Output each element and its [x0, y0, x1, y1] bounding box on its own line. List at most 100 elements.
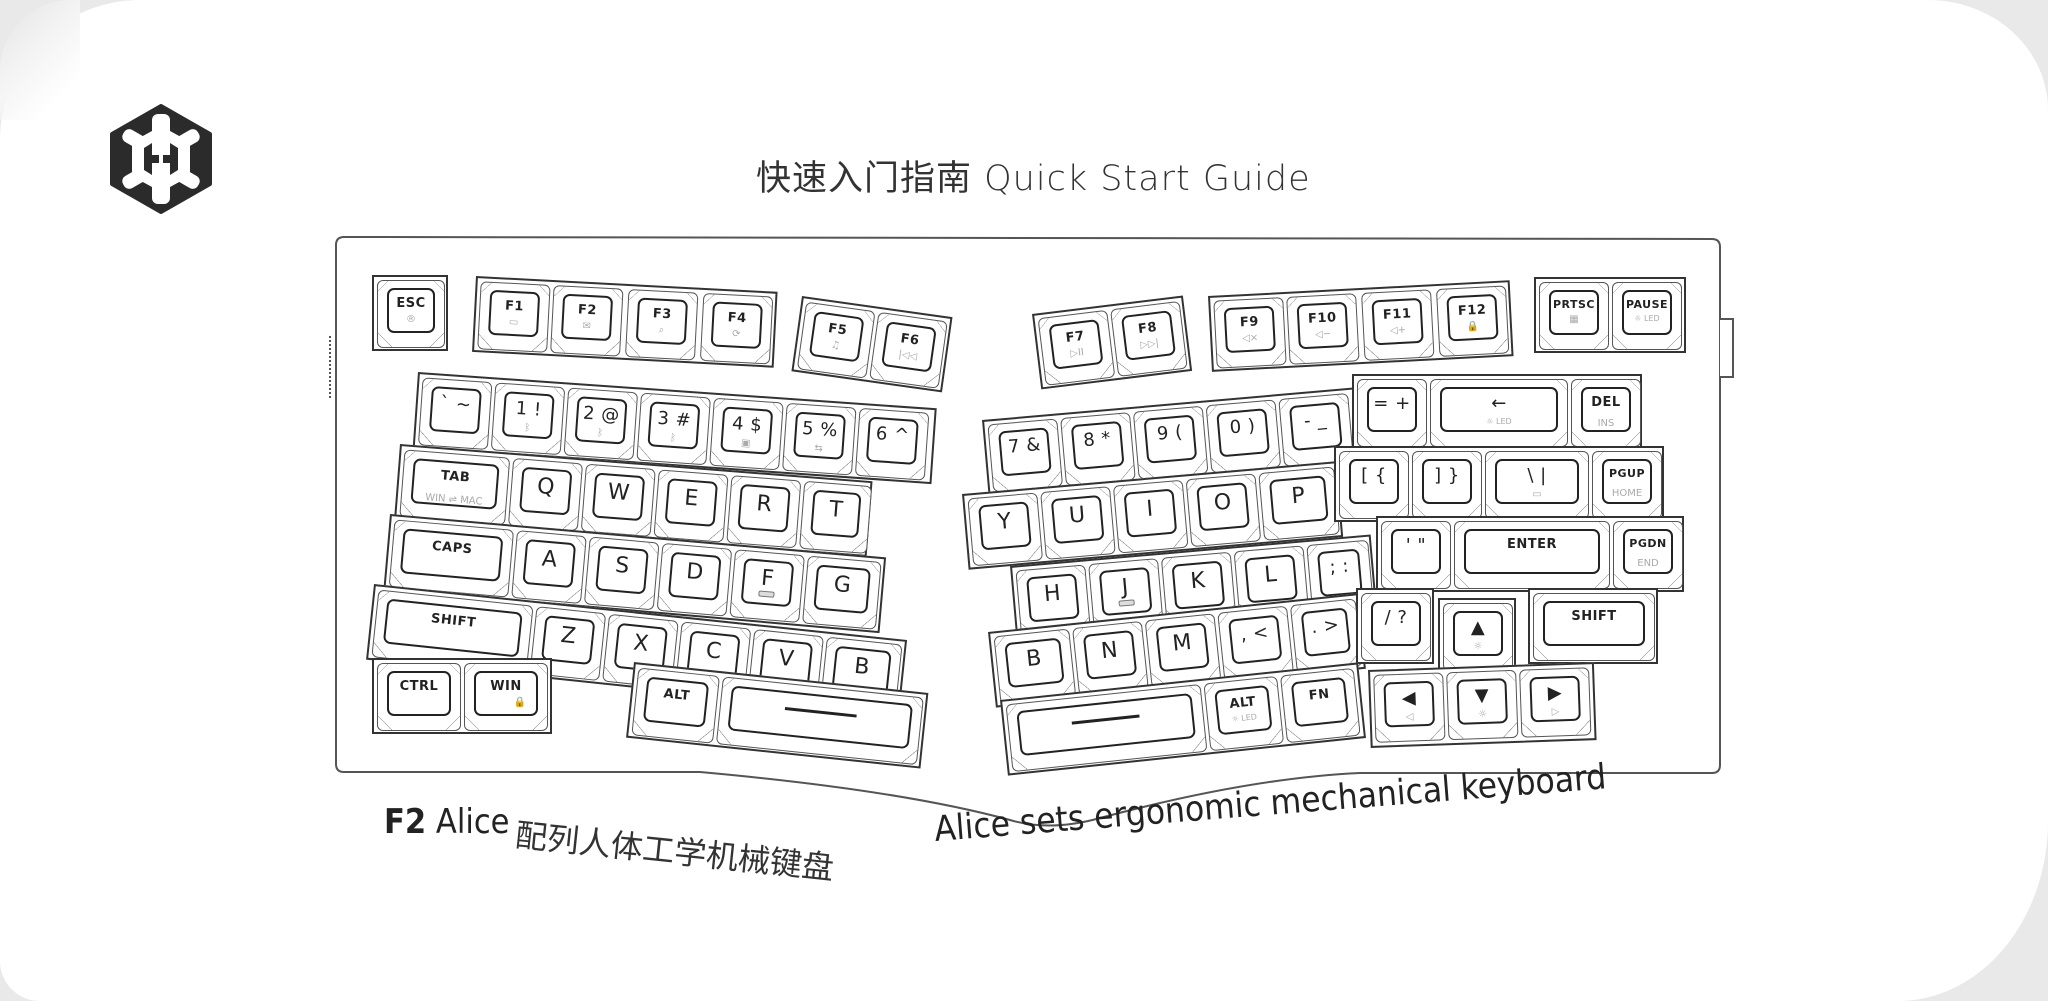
key-f10[interactable]: F10◁− — [1286, 293, 1360, 365]
os-switch-label: WIN ⇌ MAC — [424, 492, 483, 508]
key-backtick[interactable]: ` ~ — [417, 377, 493, 451]
f9-f12-cluster: F9◁× F10◁− F11◁+ F12🔒 — [1208, 280, 1514, 372]
play-pause-icon: ▷II — [1069, 347, 1085, 360]
mail-icon: ✉ — [582, 320, 591, 333]
arrow-cluster: ◀◁ ▼☼ ▶▷ — [1368, 662, 1597, 748]
key-6[interactable]: 6 ^ — [854, 407, 930, 481]
music-icon: ♫ — [830, 339, 841, 352]
key-r[interactable]: R — [726, 475, 802, 549]
key-f7[interactable]: F7▷II — [1037, 309, 1116, 386]
battery-icon: ▭ — [1532, 489, 1542, 500]
bluetooth-icon: ᛒ — [596, 427, 604, 440]
key-o[interactable]: O — [1185, 473, 1262, 548]
key-up[interactable]: ▲☼ — [1443, 603, 1513, 671]
previous-track-icon: |◁◁ — [897, 349, 918, 363]
key-f[interactable]: F — [729, 549, 805, 624]
key-win[interactable]: WIN🔒 — [464, 663, 548, 731]
key-esc[interactable]: ESC® — [377, 280, 445, 348]
volume-down-icon: ◁− — [1314, 328, 1332, 341]
key-equals[interactable]: = + — [1357, 379, 1427, 447]
page-title: 快速入门指南 Quick Start Guide — [756, 159, 1311, 199]
key-f12[interactable]: F12🔒 — [1435, 285, 1510, 357]
volume-up-icon: ◁+ — [1389, 324, 1407, 337]
key-7[interactable]: 7 & — [987, 418, 1064, 493]
calculator-icon: ▦ — [1569, 314, 1579, 325]
usb-icon: ⇆ — [814, 442, 824, 455]
key-y[interactable]: Y — [967, 492, 1044, 567]
key-i[interactable]: I — [1112, 479, 1189, 554]
key-ctrl[interactable]: CTRL — [377, 663, 461, 731]
key-prtsc[interactable]: PRTSC▦ — [1539, 282, 1609, 350]
left-knob — [329, 336, 337, 398]
sys-cluster: PRTSC▦ PAUSE☼ LED — [1534, 277, 1686, 353]
bluetooth-icon: ᛒ — [669, 432, 677, 445]
key-fn[interactable]: FN — [1279, 667, 1361, 744]
key-d[interactable]: D — [656, 542, 733, 617]
key-e[interactable]: E — [653, 469, 729, 543]
key-left-alt[interactable]: ALT — [631, 667, 721, 744]
key-right-shift[interactable]: SHIFT — [1533, 593, 1655, 661]
space-bar-mark — [1071, 714, 1140, 725]
key-backspace[interactable]: ←☼ LED — [1430, 379, 1568, 447]
key-left[interactable]: ◀◁ — [1373, 672, 1446, 743]
key-w[interactable]: W — [580, 463, 656, 537]
key-f3[interactable]: F3⌕ — [624, 289, 699, 361]
layout-name: Alice — [435, 802, 510, 842]
key-a[interactable]: A — [511, 530, 587, 604]
key-f4[interactable]: F4⟳ — [699, 292, 774, 365]
key-f6[interactable]: F6|◁◁ — [869, 311, 948, 389]
next-track-icon: ▷▷| — [1139, 337, 1160, 351]
key-backslash[interactable]: \ |▭ — [1485, 451, 1589, 519]
key-down[interactable]: ▼☼ — [1446, 669, 1519, 741]
refresh-icon: ⟳ — [731, 328, 741, 340]
backspace-arrow-icon: ← — [1491, 393, 1507, 414]
key-9[interactable]: 9 ( — [1132, 405, 1209, 480]
previous-icon: ◁ — [1405, 711, 1414, 723]
key-2[interactable]: 2 @ᛒ — [563, 387, 639, 461]
key-quote[interactable]: ' " — [1381, 521, 1451, 589]
key-3[interactable]: 3 #ᛒ — [636, 392, 711, 466]
key-1[interactable]: 1 !ᛒ — [490, 382, 566, 456]
arrow-up-icon: ▲ — [1470, 617, 1486, 638]
key-f8[interactable]: F8▷▷| — [1110, 300, 1188, 377]
search-icon: ⌕ — [658, 324, 665, 336]
key-4[interactable]: 4 $▣ — [709, 397, 784, 471]
key-caps[interactable]: CAPS — [388, 519, 515, 598]
led-icon: ☼ LED — [1634, 314, 1660, 323]
usb-port — [1720, 318, 1734, 378]
key-q[interactable]: Q — [507, 457, 584, 532]
key-period[interactable]: . > — [1289, 598, 1363, 673]
key-left-bracket[interactable]: [ { — [1339, 451, 1409, 519]
key-0[interactable]: 0 ) — [1205, 399, 1282, 474]
monitor-icon: ▭ — [508, 316, 519, 329]
brand-logo-icon — [110, 104, 212, 214]
key-slash[interactable]: / ? — [1361, 593, 1431, 661]
key-t[interactable]: T — [799, 480, 873, 554]
key-f2[interactable]: F2✉ — [550, 285, 624, 357]
dongle-icon: ▣ — [740, 437, 751, 450]
up-cluster: ▲☼ — [1438, 598, 1516, 674]
key-pause[interactable]: PAUSE☼ LED — [1612, 282, 1682, 350]
key-right[interactable]: ▶▷ — [1519, 667, 1592, 738]
key-5[interactable]: 5 %⇆ — [782, 402, 857, 476]
key-f1[interactable]: F1▭ — [477, 281, 551, 353]
key-enter[interactable]: ENTER — [1454, 521, 1610, 589]
key-f11[interactable]: F11◁+ — [1361, 289, 1435, 361]
key-u[interactable]: U — [1040, 486, 1116, 560]
key-g[interactable]: G — [802, 555, 882, 630]
mute-icon: ◁× — [1241, 332, 1259, 345]
key-f9[interactable]: F9◁× — [1213, 297, 1287, 369]
right-shift-cluster: SHIFT — [1528, 588, 1658, 664]
key-right-bracket[interactable]: ] } — [1412, 451, 1482, 519]
key-p[interactable]: P — [1258, 466, 1340, 541]
key-f5[interactable]: F5♫ — [796, 301, 876, 379]
key-s[interactable]: S — [583, 536, 660, 611]
key-8[interactable]: 8 * — [1060, 412, 1136, 486]
lock-icon: 🔒 — [513, 697, 526, 708]
key-right-alt[interactable]: ALT☼ LED — [1203, 675, 1285, 752]
